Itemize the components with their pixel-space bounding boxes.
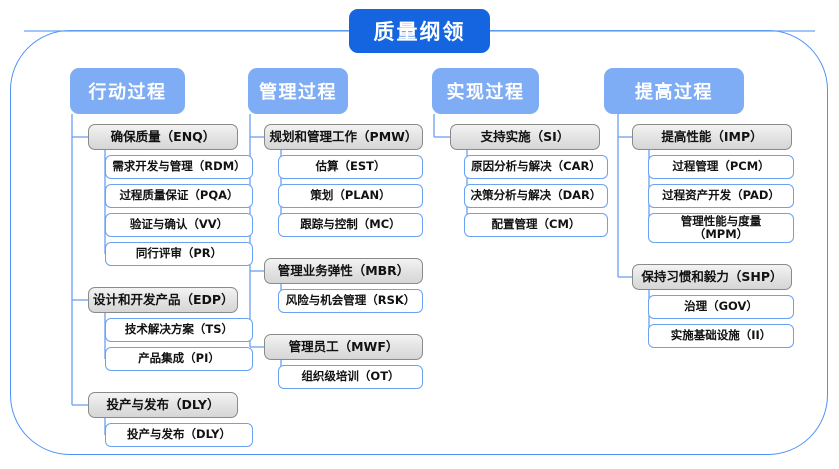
leaf-box-label: 投产与发布（DLY）	[127, 427, 231, 442]
category-header-2[interactable]: 管理过程	[248, 68, 348, 114]
category-header-label: 管理过程	[259, 82, 337, 103]
group-box-4-1[interactable]: 提高性能（IMP）	[632, 124, 792, 150]
leaf-box-label: 实施基础设施（II）	[670, 328, 772, 343]
group-box-label: 管理员工（MWF）	[288, 339, 399, 354]
group-box-label: 支持实施（SI）	[480, 129, 570, 144]
leaf-box-label: 风险与机会管理（RSK）	[285, 293, 416, 308]
group-box-2-1[interactable]: 规划和管理工作（PMW）	[264, 124, 423, 150]
leaf-box-1-2-1[interactable]: 技术解决方案（TS）	[105, 318, 253, 342]
category-header-label: 实现过程	[446, 82, 525, 103]
leaf-box-label: 技术解决方案（TS）	[124, 322, 234, 337]
leaf-box-label: 组织级培训（OT）	[301, 369, 400, 384]
leaf-box-1-2-2[interactable]: 产品集成（PI）	[105, 347, 253, 371]
leaf-box-label: 产品集成（PI）	[138, 351, 220, 366]
leaf-box-2-1-2[interactable]: 策划（PLAN）	[278, 184, 423, 208]
group-box-4-2[interactable]: 保持习惯和毅力（SHP）	[632, 264, 792, 290]
leaf-box-label: 估算（EST）	[315, 159, 386, 174]
group-box-2-2[interactable]: 管理业务弹性（MBR）	[264, 258, 423, 284]
category-header-4[interactable]: 提高过程	[604, 68, 744, 114]
leaf-box-1-3-1[interactable]: 投产与发布（DLY）	[105, 423, 253, 447]
category-header-label: 提高过程	[635, 82, 713, 103]
root-title: 质量纲领	[349, 9, 490, 53]
leaf-box-1-1-2[interactable]: 过程质量保证（PQA）	[105, 184, 253, 208]
leaf-box-label: 需求开发与管理（RDM）	[112, 159, 246, 174]
group-box-label: 提高性能（IMP）	[661, 129, 763, 144]
leaf-box-label: 治理（GOV）	[684, 299, 758, 314]
group-box-2-3[interactable]: 管理员工（MWF）	[264, 334, 423, 360]
leaf-box-label: 策划（PLAN）	[310, 188, 391, 203]
group-box-1-1[interactable]: 确保质量（ENQ）	[88, 124, 238, 150]
leaf-box-3-1-2[interactable]: 决策分析与解决（DAR）	[464, 184, 608, 208]
group-box-label: 保持习惯和毅力（SHP）	[641, 269, 783, 284]
leaf-box-2-1-1[interactable]: 估算（EST）	[278, 155, 423, 179]
leaf-box-label: 管理性能与度量 （MPM）	[680, 213, 762, 241]
leaf-box-label: 配置管理（CM）	[491, 217, 581, 232]
leaf-box-label: 过程资产开发（PAD）	[662, 188, 780, 203]
leaf-box-4-1-2[interactable]: 过程资产开发（PAD）	[648, 184, 794, 208]
leaf-box-1-1-3[interactable]: 验证与确认（VV）	[105, 213, 253, 237]
group-box-label: 投产与发布（DLY）	[106, 397, 220, 412]
leaf-box-1-1-1[interactable]: 需求开发与管理（RDM）	[105, 155, 253, 179]
leaf-box-4-2-1[interactable]: 治理（GOV）	[648, 295, 794, 319]
group-box-label: 规划和管理工作（PMW）	[269, 129, 418, 144]
leaf-box-3-1-3[interactable]: 配置管理（CM）	[464, 213, 608, 237]
leaf-box-label: 决策分析与解决（DAR）	[470, 188, 602, 203]
group-box-label: 确保质量（ENQ）	[110, 129, 216, 144]
leaf-box-label: 跟踪与控制（MC）	[300, 217, 401, 232]
leaf-box-label: 同行评审（PR）	[135, 246, 223, 261]
category-header-label: 行动过程	[88, 82, 167, 103]
leaf-box-label: 原因分析与解决（CAR）	[471, 159, 601, 174]
leaf-box-label: 过程管理（PCM）	[672, 159, 770, 174]
leaf-box-label: 过程质量保证（PQA）	[119, 188, 239, 203]
leaf-box-3-1-1[interactable]: 原因分析与解决（CAR）	[464, 155, 608, 179]
group-box-label: 管理业务弹性（MBR）	[277, 263, 410, 278]
category-header-1[interactable]: 行动过程	[70, 68, 185, 114]
leaf-box-4-2-2[interactable]: 实施基础设施（II）	[648, 324, 794, 348]
leaf-box-2-2-1[interactable]: 风险与机会管理（RSK）	[278, 289, 423, 313]
leaf-box-2-1-3[interactable]: 跟踪与控制（MC）	[278, 213, 423, 237]
group-box-1-2[interactable]: 设计和开发产品（EDP）	[88, 287, 238, 313]
group-box-label: 设计和开发产品（EDP）	[93, 292, 234, 307]
group-box-1-3[interactable]: 投产与发布（DLY）	[88, 392, 238, 418]
leaf-box-4-1-1[interactable]: 过程管理（PCM）	[648, 155, 794, 179]
leaf-box-4-1-3[interactable]: 管理性能与度量 （MPM）	[648, 213, 794, 243]
leaf-box-2-3-1[interactable]: 组织级培训（OT）	[278, 365, 423, 389]
leaf-box-1-1-4[interactable]: 同行评审（PR）	[105, 242, 253, 266]
leaf-box-label: 验证与确认（VV）	[129, 217, 229, 232]
group-box-3-1[interactable]: 支持实施（SI）	[450, 124, 600, 150]
category-header-3[interactable]: 实现过程	[432, 68, 539, 114]
